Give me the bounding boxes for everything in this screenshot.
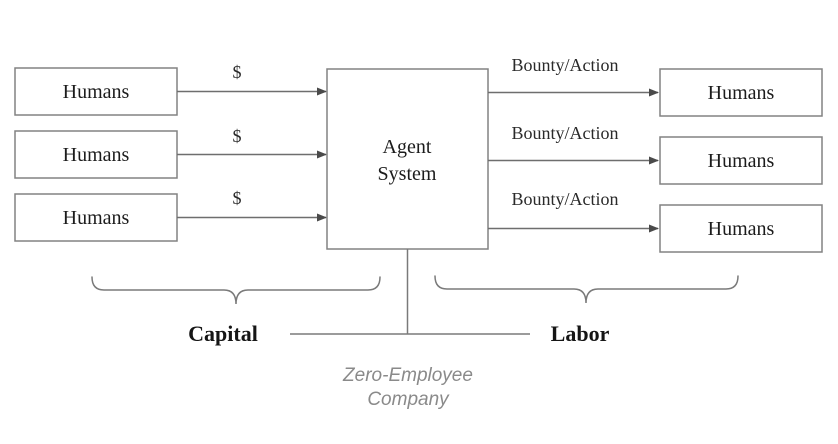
worker-label-1: Humans bbox=[708, 82, 775, 104]
investor-label-3: Humans bbox=[63, 207, 130, 229]
agent-system-box bbox=[326, 68, 489, 250]
company-name-line2: Company bbox=[367, 389, 450, 410]
capital-brace bbox=[91, 276, 381, 305]
agent-system-label-line1: Agent bbox=[383, 136, 432, 158]
capital-label: Capital bbox=[188, 321, 258, 346]
bounty-action-label-3: Bounty/Action bbox=[512, 189, 619, 209]
worker-node-3: Humans bbox=[659, 204, 823, 253]
worker-box-2 bbox=[659, 136, 823, 185]
investor-node-3: Humans bbox=[14, 193, 178, 242]
worker-node-1: Humans bbox=[659, 68, 823, 117]
bounty-action-label-1: Bounty/Action bbox=[512, 55, 619, 75]
worker-box-1 bbox=[659, 68, 823, 117]
investor-node-2: Humans bbox=[14, 130, 178, 179]
investor-node-1: Humans bbox=[14, 67, 178, 116]
dollar-label-2: $ bbox=[233, 126, 242, 146]
investor-label-1: Humans bbox=[63, 81, 130, 103]
investor-label-2: Humans bbox=[63, 144, 130, 166]
labor-brace bbox=[434, 275, 739, 304]
worker-node-2: Humans bbox=[659, 136, 823, 185]
dollar-label-3: $ bbox=[233, 188, 242, 208]
labor-label: Labor bbox=[551, 321, 610, 346]
investor-box-3 bbox=[14, 193, 178, 242]
company-name-line1: Zero-Employee bbox=[342, 365, 473, 386]
worker-label-2: Humans bbox=[708, 150, 775, 172]
bounty-action-label-2: Bounty/Action bbox=[512, 123, 619, 143]
agent-system-label-line2: System bbox=[378, 163, 437, 185]
investor-box-2 bbox=[14, 130, 178, 179]
agent-system-node: Agent System bbox=[326, 68, 489, 250]
worker-box-3 bbox=[659, 204, 823, 253]
worker-label-3: Humans bbox=[708, 218, 775, 240]
dollar-label-1: $ bbox=[233, 62, 242, 82]
investor-box-1 bbox=[14, 67, 178, 116]
